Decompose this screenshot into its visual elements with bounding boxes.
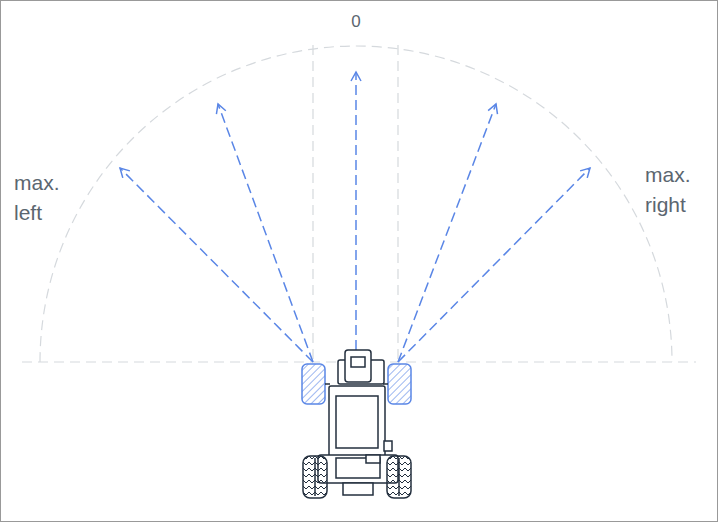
center-mark: 0 (336, 10, 376, 35)
max-right-label: max. right (645, 160, 711, 221)
steering-arrows (120, 72, 590, 362)
max-left-label: max. left (14, 168, 74, 229)
car (302, 350, 411, 498)
guide-lines (22, 45, 696, 362)
